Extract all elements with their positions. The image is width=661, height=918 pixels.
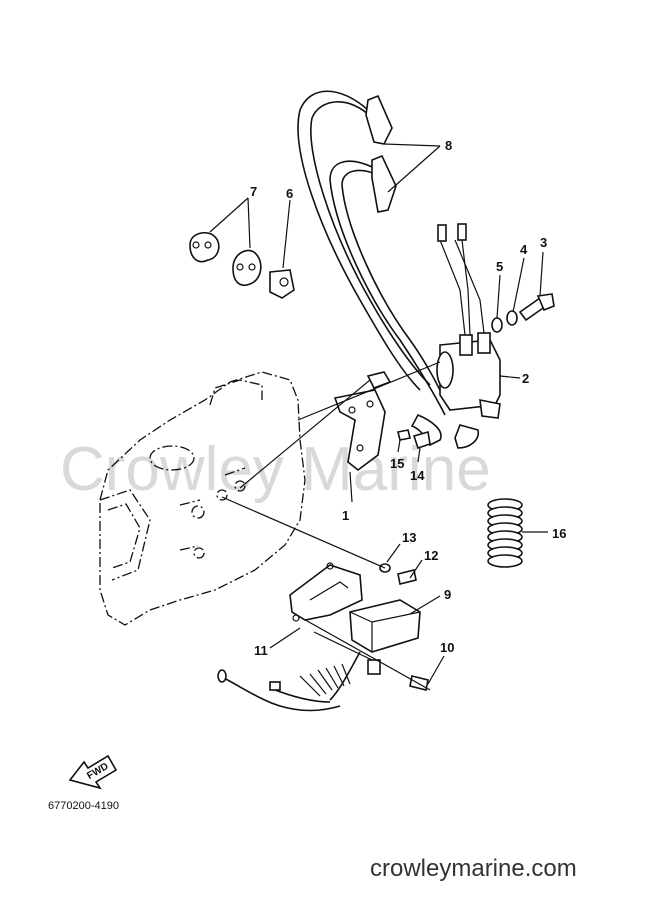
callout-6: 6 [286,186,293,201]
coil-bolt-set [491,293,555,333]
engine-block [99,371,306,626]
fwd-arrow-icon: FWD [68,754,118,790]
callout-9: 9 [444,587,451,602]
callout-11: 11 [254,643,268,658]
coil-bracket [333,371,431,472]
callout-3: 3 [540,235,547,250]
callout-10: 10 [440,640,454,655]
callout-12: 12 [424,548,438,563]
callout-1: 1 [342,508,349,523]
callout-8: 8 [445,138,452,153]
callout-7: 7 [250,184,257,199]
callout-2: 2 [522,371,529,386]
callout-14: 14 [410,468,425,483]
diagram-code: 6770200-4190 [48,800,119,812]
cdi-unit [329,599,421,701]
cdi-bracket [289,562,363,622]
callout-13: 13 [402,530,416,545]
spring [487,498,523,568]
callout-4: 4 [520,242,528,257]
holders [189,231,295,299]
callout-5: 5 [496,259,503,274]
callout-labels: 1 2 3 4 5 6 7 8 9 10 11 12 13 14 15 16 [250,138,566,658]
callout-16: 16 [552,526,566,541]
leader-lines [209,143,548,691]
wire-harness [217,663,351,712]
footer-url[interactable]: crowleymarine.com [370,855,577,882]
ignition-coil [436,223,501,419]
callout-15: 15 [390,456,404,471]
